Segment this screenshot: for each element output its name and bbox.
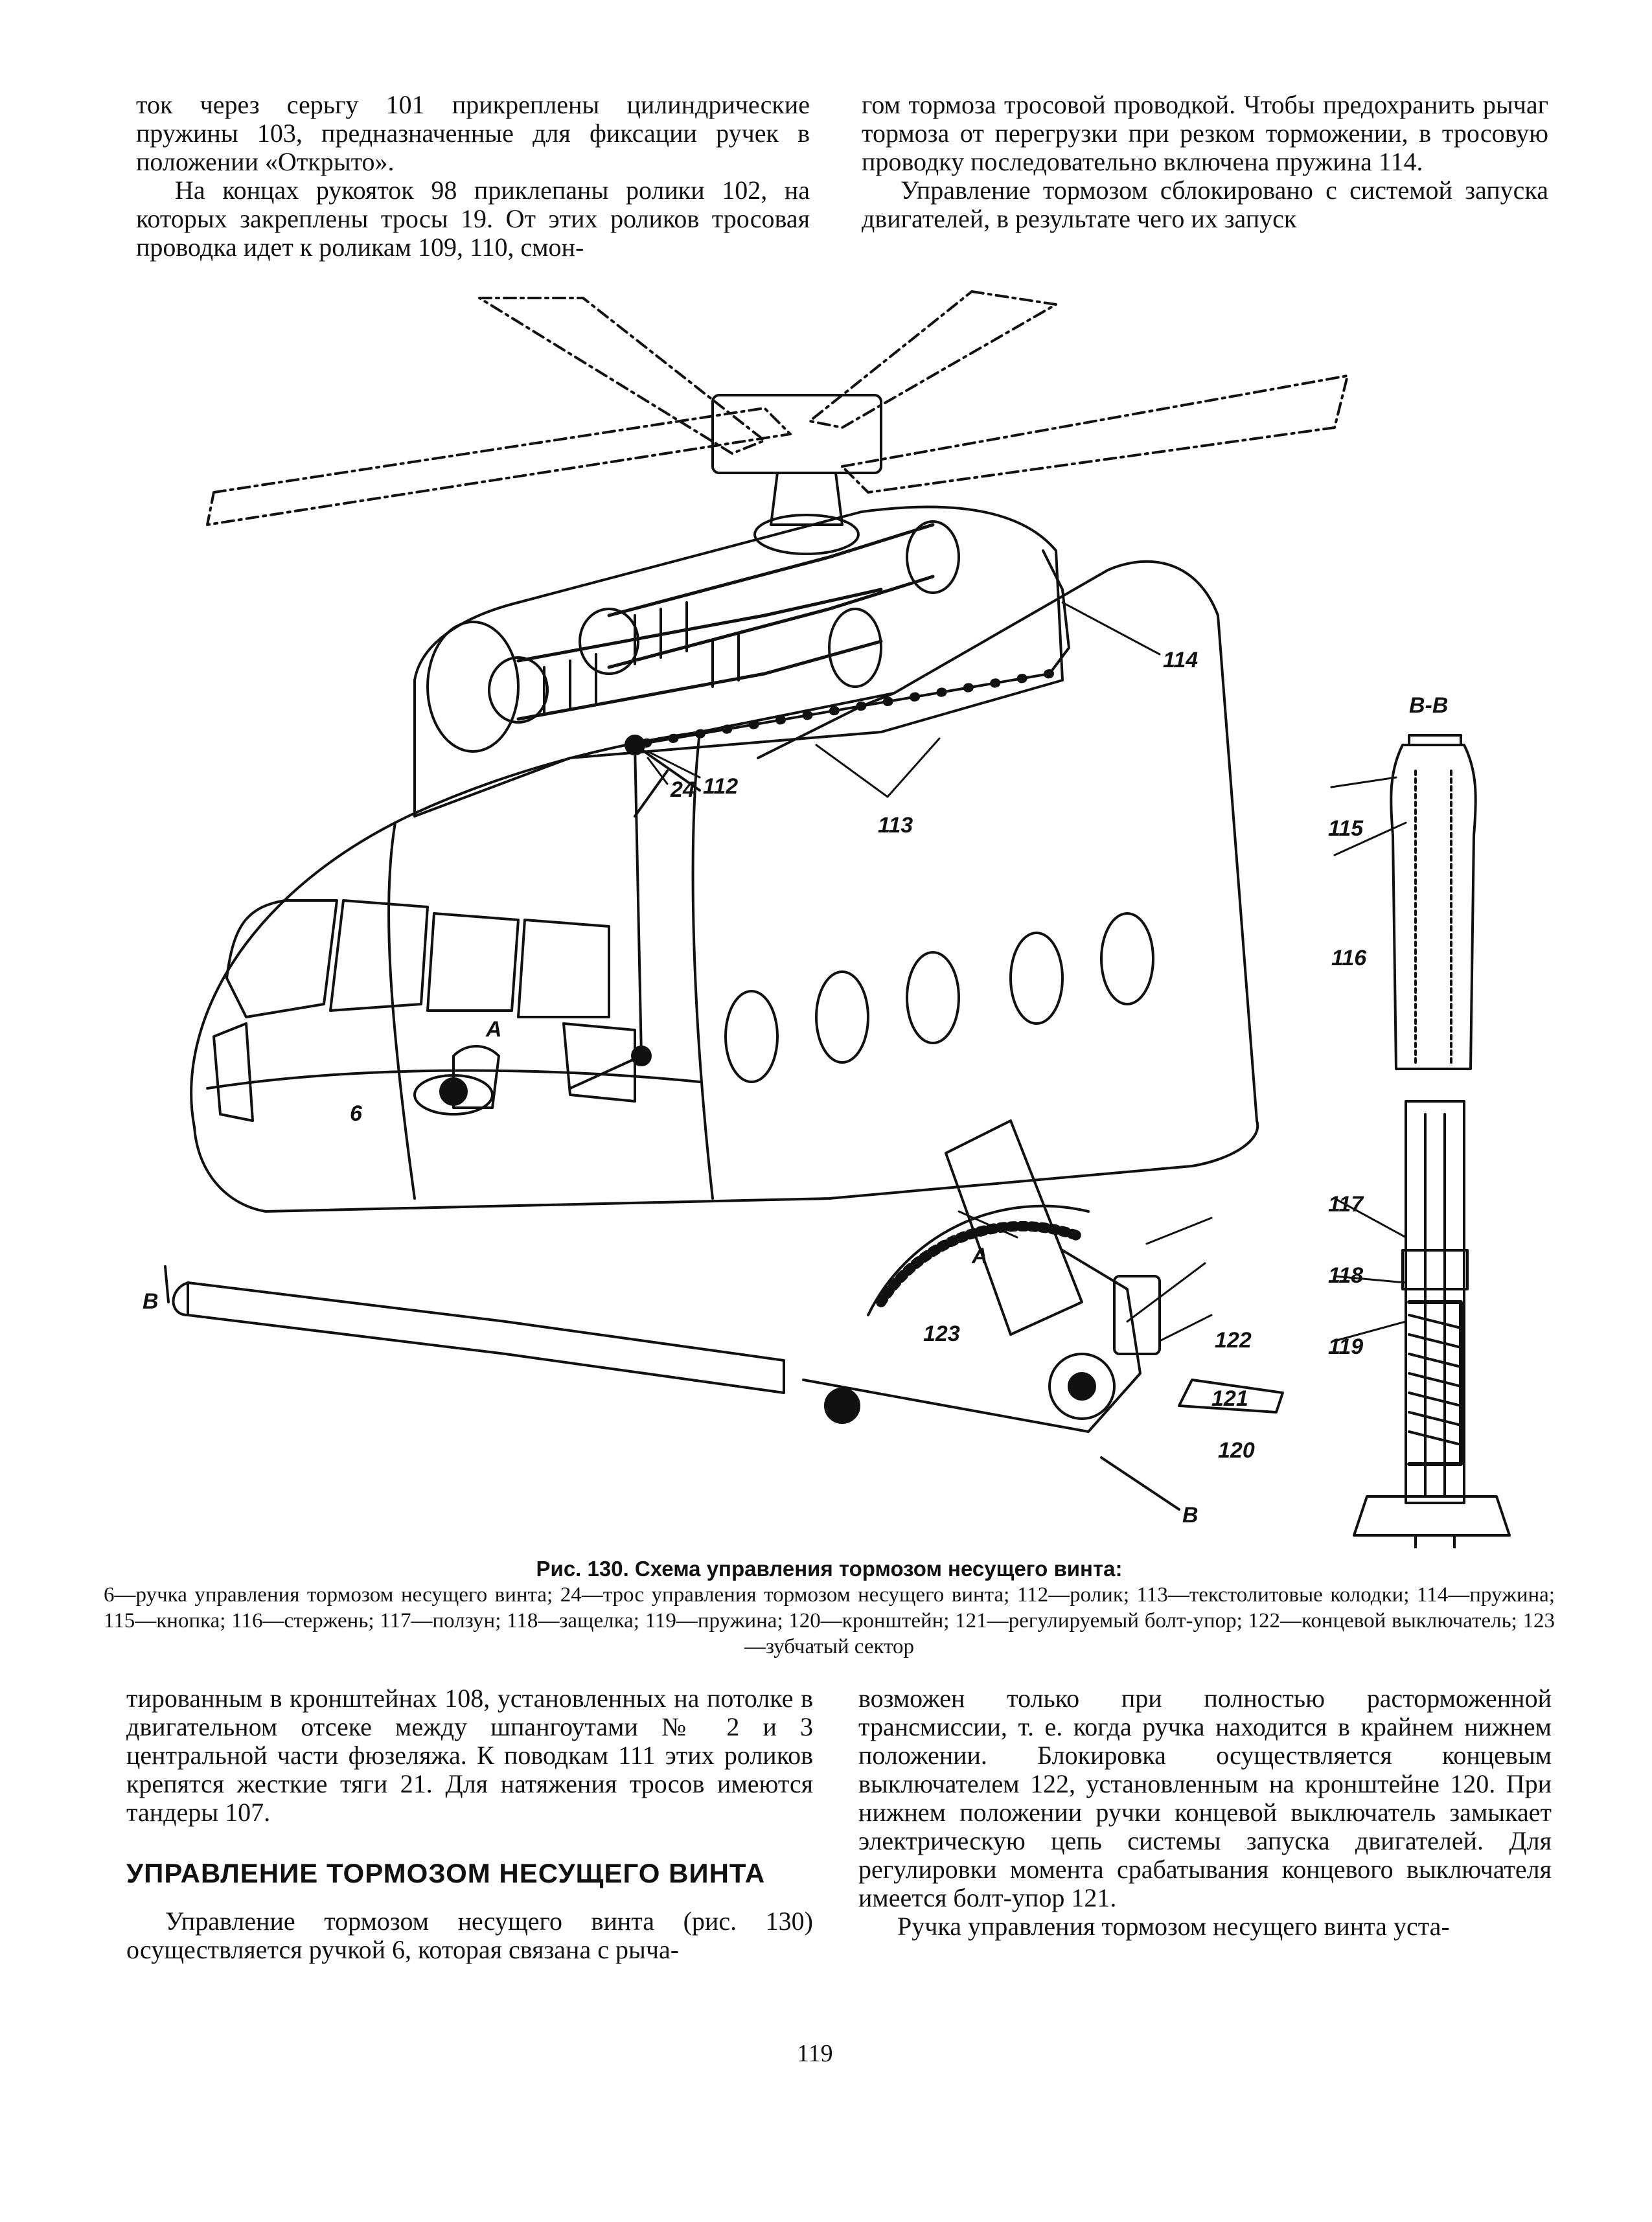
label-24: 24 (670, 777, 695, 802)
label-123: 123 (923, 1322, 960, 1346)
label-a: A (485, 1017, 502, 1042)
top-left-paragraph-2: На концах рукояток 98 приклепаны ролики … (136, 176, 810, 262)
label-6: 6 (350, 1101, 363, 1126)
label-122: 122 (1215, 1328, 1252, 1353)
top-right-paragraph-2: Управление тормозом сблокировано с систе… (862, 176, 1548, 233)
top-right-column: гом тормоза тросовой проводкой. Чтобы пр… (862, 91, 1548, 233)
label-114: 114 (1163, 648, 1198, 672)
top-left-column: ток через серьгу 101 прикреплены цилиндр… (136, 91, 810, 262)
caption-title: Рис. 130. Схема управления тормозом несу… (536, 1557, 1123, 1581)
label-117: 117 (1328, 1192, 1364, 1217)
control-cable (413, 549, 1070, 1116)
section-b-b (1353, 734, 1511, 1548)
section-heading: УПРАВЛЕНИЕ ТОРМОЗОМ НЕСУЩЕГО ВИНТА (126, 1858, 766, 1888)
label-a-title: A (971, 1244, 988, 1268)
label-115: 115 (1328, 816, 1364, 841)
detail-a-handle-assembly (164, 1119, 1284, 1511)
label-112: 112 (703, 774, 738, 799)
figure-caption: Рис. 130. Схема управления тормозом несу… (104, 1556, 1555, 1660)
engines (413, 505, 1064, 818)
leader-lines (647, 601, 1407, 1342)
cabin-windows (724, 912, 1154, 1083)
top-right-paragraph-1: гом тормоза тросовой проводкой. Чтобы пр… (862, 90, 1548, 176)
label-116: 116 (1331, 946, 1367, 970)
label-118: 118 (1328, 1263, 1363, 1288)
bottom-right-paragraph-2: Ручка управления тормозом несущего винта… (897, 1912, 1450, 1941)
label-b-bottom: В (1182, 1503, 1199, 1528)
label-120: 120 (1218, 1438, 1255, 1463)
bottom-right-paragraph-1: возможен только при полностью расторможе… (858, 1684, 1552, 1912)
bottom-right-column: возможен только при полностью расторможе… (858, 1684, 1552, 1941)
rotor-brake-control-diagram: 114 113 112 24 6 A A В В 123 122 121 120… (143, 290, 1511, 1548)
bottom-left-paragraph-1: тированным в кронштейнах 108, установлен… (126, 1684, 813, 1827)
top-left-paragraph-1: ток через серьгу 101 прикреплены цилиндр… (136, 90, 810, 176)
label-113: 113 (878, 813, 913, 838)
label-119: 119 (1328, 1334, 1363, 1359)
rotor-hub (711, 394, 882, 555)
label-121: 121 (1211, 1386, 1248, 1411)
page-number: 119 (797, 2040, 833, 2067)
bottom-left-column: тированным в кронштейнах 108, установлен… (126, 1684, 813, 1964)
rotor-blades (206, 290, 1349, 526)
fuselage-outline (190, 560, 1259, 1213)
bottom-left-paragraph-2: Управление тормозом несущего винта (рис.… (126, 1907, 813, 1964)
cockpit-windows (212, 899, 636, 1122)
caption-items: 6—ручка управления тормозом несущего вин… (104, 1583, 1555, 1658)
label-section-bb: В-В (1409, 693, 1448, 718)
label-b-top: В (143, 1289, 159, 1314)
